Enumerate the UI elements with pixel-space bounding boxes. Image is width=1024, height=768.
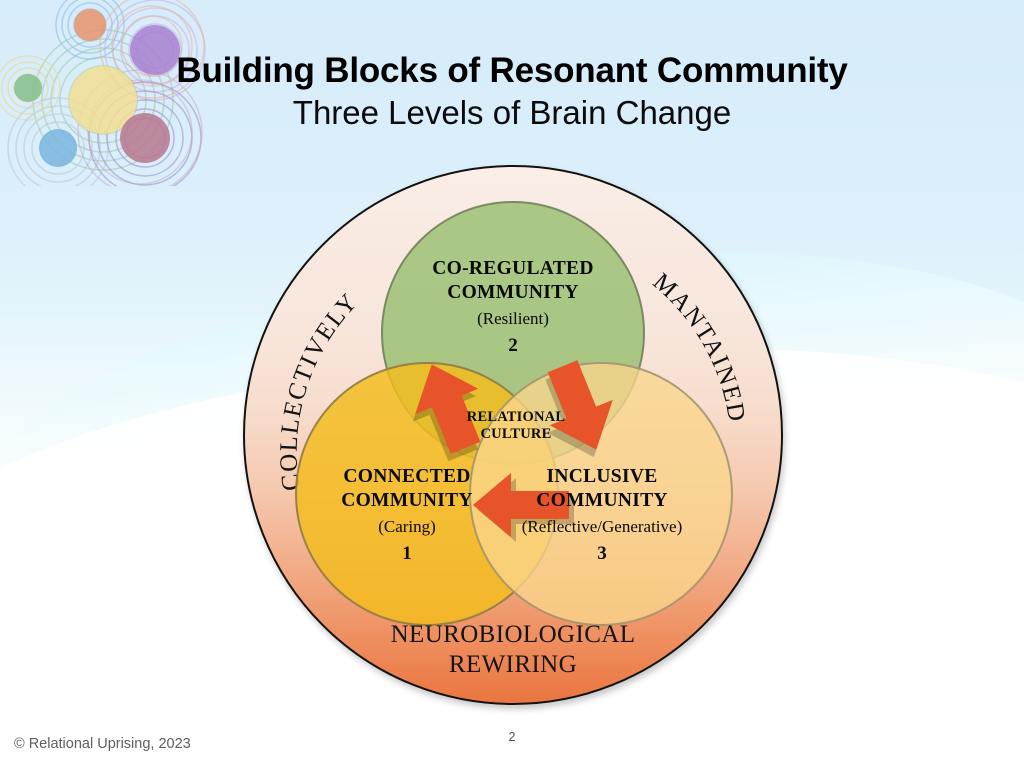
lobe-label-co-regulated: CO-REGULATED COMMUNITY (Resilient) 2 bbox=[391, 257, 635, 361]
bottom-label-neurobiological-rewiring: NEUROBIOLOGICAL REWIRING bbox=[348, 620, 678, 680]
lobe-title-line2: COMMUNITY bbox=[447, 282, 579, 304]
center-label-line2: CULTURE bbox=[480, 426, 552, 443]
venn-diagram: COLLECTIVELY MANTAINED bbox=[243, 165, 789, 711]
center-label-line1: RELATIONAL bbox=[466, 409, 566, 425]
lobe-number: 3 bbox=[597, 543, 607, 565]
lobe-label-inclusive: INCLUSIVE COMMUNITY (Reflective/Generati… bbox=[475, 465, 729, 569]
lobe-number: 1 bbox=[402, 543, 412, 565]
title-block: Building Blocks of Resonant Community Th… bbox=[0, 52, 1024, 132]
lobe-title-line1: CO-REGULATED bbox=[432, 258, 594, 279]
arrow-coregulated-to-inclusive-icon bbox=[531, 357, 627, 458]
lobe-title-line2: COMMUNITY bbox=[536, 490, 668, 512]
lobe-paren: (Resilient) bbox=[477, 309, 549, 329]
bottom-label-line2: REWIRING bbox=[448, 651, 578, 678]
bottom-label-line1: NEUROBIOLOGICAL bbox=[390, 621, 636, 648]
lobe-paren: (Reflective/Generative) bbox=[521, 517, 683, 537]
lobe-title-line2: COMMUNITY bbox=[341, 490, 473, 512]
arrow-connected-to-coregulated-icon bbox=[401, 357, 497, 462]
lobe-title-line1: INCLUSIVE bbox=[546, 466, 658, 487]
lobe-label-connected: CONNECTED COMMUNITY (Caring) 1 bbox=[285, 465, 529, 569]
copyright-notice: © Relational Uprising, 2023 bbox=[14, 736, 191, 752]
lobe-title-line1: CONNECTED bbox=[343, 466, 471, 487]
relational-uprising-ripples-logo bbox=[0, 0, 224, 186]
lobe-number: 2 bbox=[508, 335, 518, 357]
center-label-relational-culture: RELATIONAL CULTURE bbox=[441, 409, 591, 444]
arrow-inclusive-to-connected-icon bbox=[469, 468, 574, 542]
page-subtitle: Three Levels of Brain Change bbox=[292, 93, 732, 131]
lobe-paren: (Caring) bbox=[378, 517, 436, 537]
page-title: Building Blocks of Resonant Community bbox=[176, 51, 848, 90]
slide-number: 2 bbox=[508, 730, 516, 744]
